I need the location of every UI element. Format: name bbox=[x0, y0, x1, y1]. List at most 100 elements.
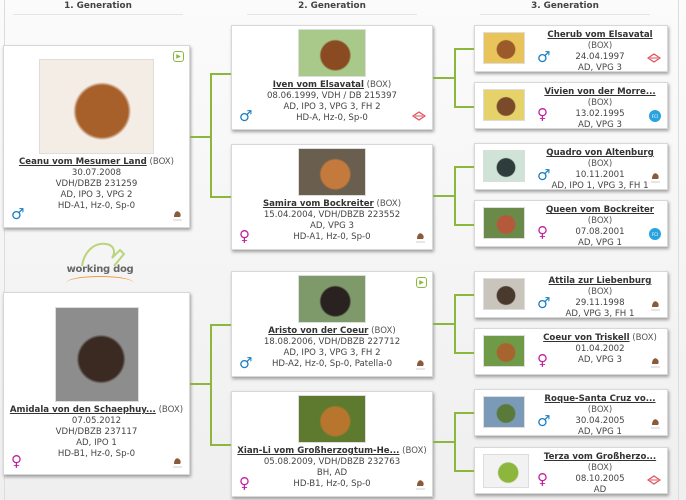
dog-photo[interactable] bbox=[483, 89, 525, 121]
connector-line bbox=[454, 48, 474, 50]
dog-photo[interactable] bbox=[483, 150, 525, 182]
dog-detail-line: AD, IPO 1 bbox=[76, 438, 117, 448]
dog-detail-line: 01.04.2002 bbox=[575, 344, 625, 354]
connector-line bbox=[454, 412, 474, 414]
dog-name-link[interactable]: Samira vom Bockreiter bbox=[262, 199, 374, 209]
female-icon: ♀ bbox=[11, 452, 22, 470]
dog-title-line: Terza vom Großherzo... (BOX) bbox=[537, 452, 663, 474]
play-video-button[interactable]: ▶ bbox=[416, 277, 427, 288]
breed-label: (BOX) bbox=[587, 287, 613, 297]
breed-label: (BOX) bbox=[587, 98, 613, 108]
club-logo-icon bbox=[649, 356, 661, 368]
dog-detail-line: 13.02.1995 bbox=[575, 109, 625, 119]
dog-card[interactable]: Xian-Li vom Großherzogtum-He... (BOX)05.… bbox=[231, 391, 433, 497]
club-logo-icon bbox=[414, 358, 426, 370]
header-generation-1: 1. Generation bbox=[13, 1, 183, 15]
dog-name-link[interactable]: Roque-Santa Cruz vo... bbox=[544, 394, 656, 404]
breed-label: (BOX) bbox=[402, 446, 427, 456]
club-logo-icon bbox=[649, 171, 661, 183]
dog-card[interactable]: Amidala von den Schaephuy... (BOX)07.05.… bbox=[3, 292, 190, 475]
dog-name-link[interactable]: Vivien von der Morre... bbox=[544, 87, 656, 97]
club-logo-icon bbox=[414, 478, 426, 490]
dog-name-link[interactable]: Cherub vom Elsavatal bbox=[547, 30, 653, 40]
dog-name-link[interactable]: Amidala von den Schaephuy... bbox=[9, 405, 156, 415]
dog-name-link[interactable]: Ceanu vom Mesumer Land bbox=[18, 157, 147, 167]
dog-title-line: Iven vom Elsavatal (BOX) bbox=[232, 80, 432, 91]
dog-info: Samira vom Bockreiter (BOX)15.04.2004, V… bbox=[232, 199, 432, 243]
breed-label: (BOX) bbox=[587, 159, 613, 169]
connector-line bbox=[454, 352, 474, 354]
connector-line bbox=[210, 196, 231, 198]
male-icon: ♂ bbox=[537, 166, 551, 184]
club-logo-icon bbox=[171, 209, 183, 221]
dog-photo[interactable] bbox=[54, 307, 139, 402]
working-dog-logo: working dog bbox=[58, 238, 142, 286]
dog-card[interactable]: Samira vom Bockreiter (BOX)15.04.2004, V… bbox=[231, 144, 433, 250]
dog-name-link[interactable]: Aristo von der Coeur bbox=[268, 326, 369, 336]
connector-line bbox=[454, 106, 474, 108]
dog-photo[interactable] bbox=[39, 59, 154, 154]
connector-line bbox=[454, 166, 474, 168]
dog-detail-line: 15.04.2004, VDH/DBZB 223552 bbox=[263, 210, 401, 220]
dog-name-link[interactable]: Attila zur Liebenburg bbox=[548, 276, 652, 286]
dog-photo[interactable] bbox=[298, 29, 366, 77]
connector-line bbox=[210, 73, 231, 75]
play-video-button[interactable]: ▶ bbox=[173, 51, 184, 62]
dog-card[interactable]: Iven vom Elsavatal (BOX)08.06.1999, VDH … bbox=[231, 25, 433, 130]
dog-title-line: Coeur von Triskell (BOX) bbox=[537, 333, 663, 344]
dog-photo[interactable] bbox=[483, 32, 525, 64]
dog-detail-line: 08.06.1999, VDH / DB 215397 bbox=[266, 91, 398, 101]
dog-detail-line: 24.04.1997 bbox=[575, 52, 625, 62]
fci-logo-icon: FCI bbox=[649, 110, 661, 122]
dog-title-line: Ceanu vom Mesumer Land (BOX) bbox=[4, 157, 189, 168]
dog-title-line: Queen vom Bockreiter (BOX) bbox=[537, 205, 663, 227]
dog-name-link[interactable]: Quadro von Altenburg bbox=[546, 148, 654, 158]
dog-photo[interactable] bbox=[483, 454, 529, 488]
breed-label: (BOX) bbox=[587, 41, 613, 51]
male-icon: ♂ bbox=[239, 107, 253, 125]
dog-photo[interactable] bbox=[483, 335, 525, 367]
dog-detail-line: HD-A2, Hz-0, Sp-0, Patella-0 bbox=[271, 359, 393, 369]
club-logo-icon bbox=[649, 299, 661, 311]
female-icon: ♀ bbox=[239, 227, 250, 245]
dog-title-line: Xian-Li vom Großherzogtum-He... (BOX) bbox=[232, 446, 432, 457]
dog-name-link[interactable]: Queen vom Bockreiter bbox=[545, 205, 655, 215]
fci-logo-icon: FCI bbox=[649, 228, 661, 240]
dog-name-link[interactable]: Terza vom Großherzo... bbox=[543, 452, 657, 462]
dog-photo[interactable] bbox=[298, 395, 366, 443]
connector-line bbox=[433, 323, 455, 325]
connector-line bbox=[190, 383, 211, 385]
dog-photo[interactable] bbox=[483, 396, 525, 428]
connector-line bbox=[454, 48, 456, 108]
dog-detail-line: 07.05.2012 bbox=[71, 416, 122, 426]
dog-photo[interactable] bbox=[298, 148, 366, 196]
dog-detail-line: 29.11.1998 bbox=[575, 298, 625, 308]
dog-photo[interactable] bbox=[298, 275, 366, 323]
dog-detail-line: AD, VPG 1 bbox=[578, 238, 622, 248]
dog-info: Iven vom Elsavatal (BOX)08.06.1999, VDH … bbox=[232, 80, 432, 124]
dog-detail-line: 05.08.2009, VDH/DBZB 232763 bbox=[263, 457, 401, 467]
dog-name-link[interactable]: Xian-Li vom Großherzogtum-He... bbox=[237, 446, 400, 456]
dog-card[interactable]: Aristo von der Coeur (BOX)18.08.2006, VD… bbox=[231, 271, 433, 377]
dog-photo[interactable] bbox=[483, 278, 525, 310]
svg-text:FCI: FCI bbox=[652, 232, 658, 237]
dog-photo[interactable] bbox=[483, 207, 525, 239]
dog-name-link[interactable]: Coeur von Triskell bbox=[543, 333, 630, 343]
female-icon: ♀ bbox=[537, 351, 548, 369]
svg-text:FCI: FCI bbox=[652, 114, 658, 119]
male-icon: ♂ bbox=[537, 412, 551, 430]
dog-name-link[interactable]: Iven vom Elsavatal bbox=[272, 80, 364, 90]
